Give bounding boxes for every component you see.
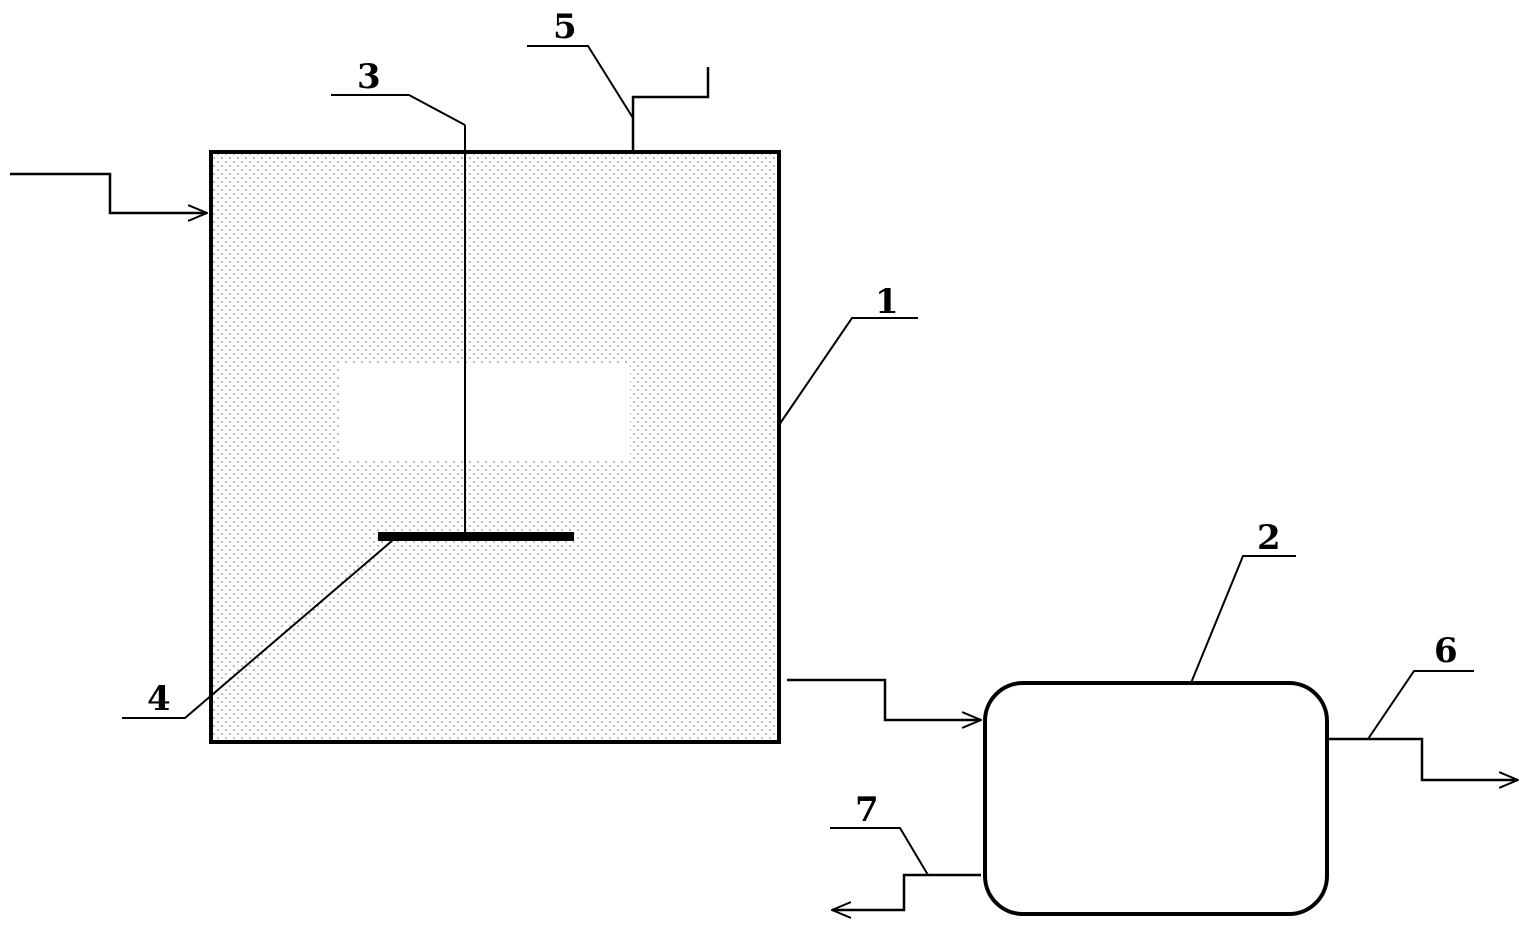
label-5: 5 (553, 7, 577, 47)
top-pipe (631, 67, 710, 152)
bottom-outlet-pipe (832, 873, 981, 910)
feed-inlet-pipe (10, 172, 207, 213)
label-6: 6 (1434, 631, 1458, 671)
leader-line-6 (1367, 670, 1474, 740)
label-7: 7 (855, 790, 879, 830)
label-2: 2 (1257, 518, 1281, 558)
label-4: 4 (147, 679, 171, 719)
leader-line-5 (527, 45, 634, 119)
leader-line-2 (1190, 555, 1296, 684)
reactor-vessel (209, 150, 781, 744)
leader-line-1 (778, 317, 918, 426)
separator-vessel (983, 681, 1329, 916)
leader-line-3 (331, 94, 466, 126)
impeller-blade (378, 532, 574, 541)
reactor-outlet-pipe (787, 678, 981, 720)
leader-line-7 (830, 827, 929, 876)
right-outlet-pipe (1327, 737, 1518, 780)
label-1: 1 (875, 282, 899, 322)
label-3: 3 (357, 57, 381, 97)
leader-line-4 (122, 539, 394, 719)
